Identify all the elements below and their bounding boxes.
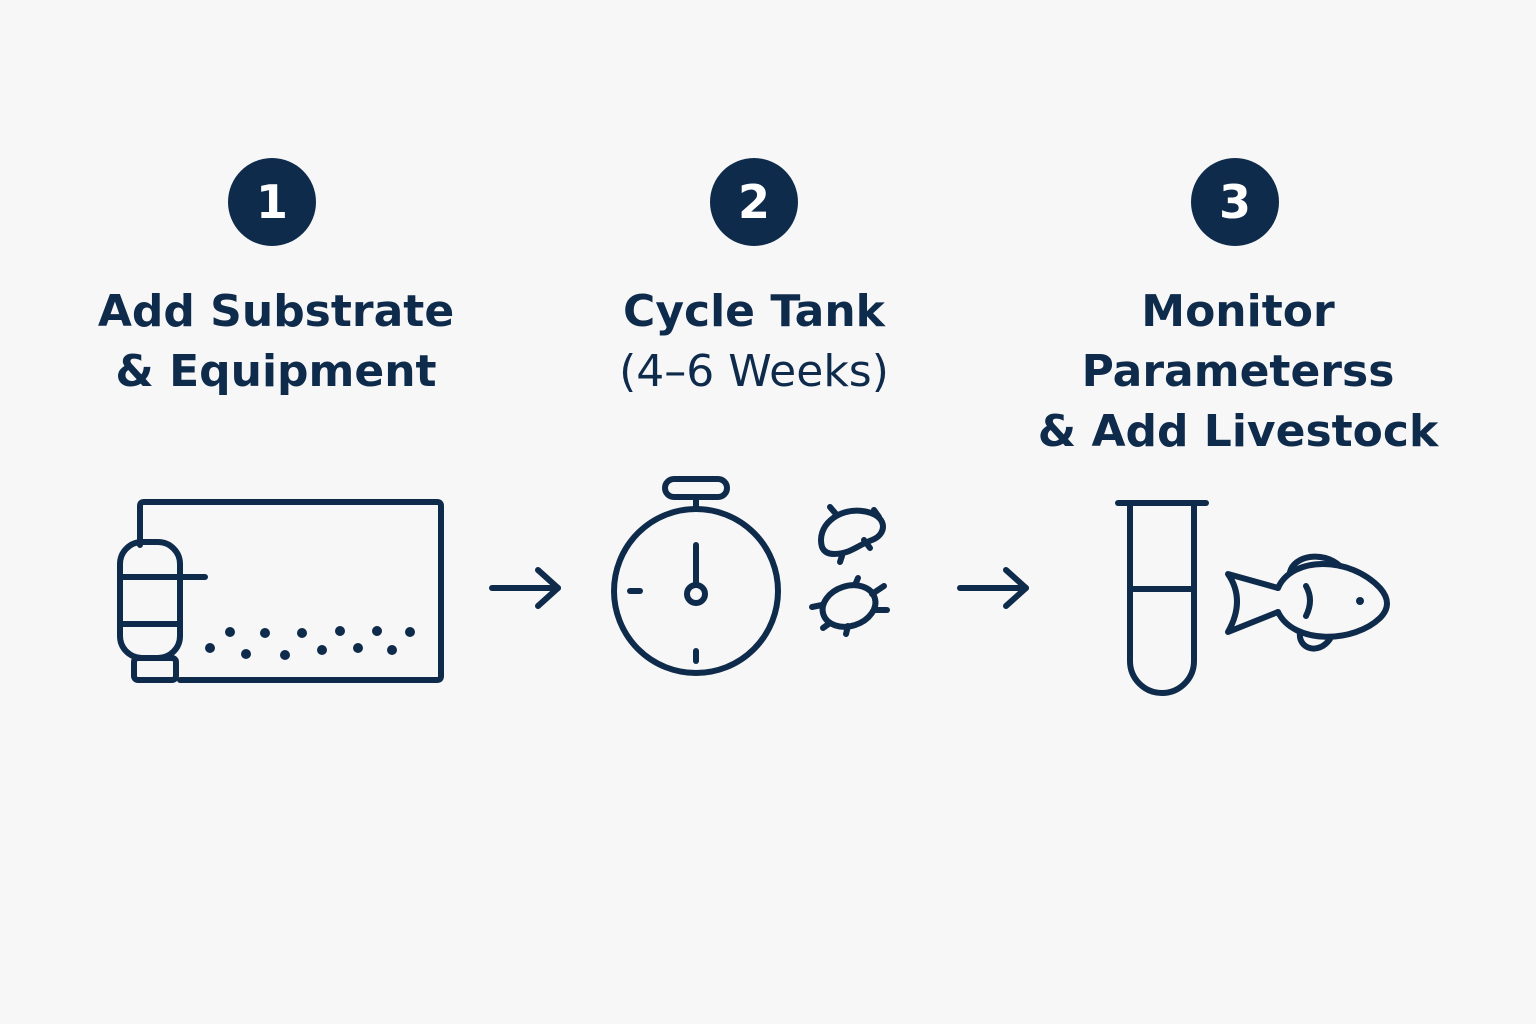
step-3-number: 3	[1218, 175, 1251, 229]
step-3-title-line-1: Monitor	[1141, 286, 1335, 337]
step-3-title-line-2: Parameterss	[1081, 346, 1395, 397]
step-2-title: Cycle Tank (4–6 Weeks)	[494, 282, 1014, 402]
step-2-title-line-1: Cycle Tank	[623, 286, 885, 337]
step-3-title: Monitor Parameterss & Add Livestock	[978, 282, 1498, 462]
step-2-number: 2	[737, 175, 770, 229]
step-2-badge: 2	[710, 158, 798, 246]
arrow-right-icon	[489, 567, 561, 609]
step-1-title: Add Substrate & Equipment	[16, 282, 536, 402]
bacteria-icon	[809, 504, 890, 637]
test-tube-icon	[1115, 500, 1209, 696]
step-3-title-line-3: & Add Livestock	[1037, 406, 1439, 457]
step-1-badge: 1	[228, 158, 316, 246]
aquarium-tank-icon	[137, 499, 444, 683]
step-2-title-line-2: (4–6 Weeks)	[619, 346, 889, 397]
step-1-title-line-2: & Equipment	[115, 346, 437, 397]
step-1-number: 1	[255, 175, 288, 229]
arrow-right-icon	[957, 567, 1029, 609]
canister-filter-icon	[117, 539, 208, 683]
gravel-substrate-icon	[205, 626, 415, 660]
stopwatch-icon	[611, 476, 781, 676]
step-3-badge: 3	[1191, 158, 1279, 246]
step-1-title-line-1: Add Substrate	[97, 286, 455, 337]
fish-icon	[1225, 553, 1390, 652]
bacterium-bottom	[809, 575, 890, 637]
bacterium-top	[818, 504, 886, 565]
